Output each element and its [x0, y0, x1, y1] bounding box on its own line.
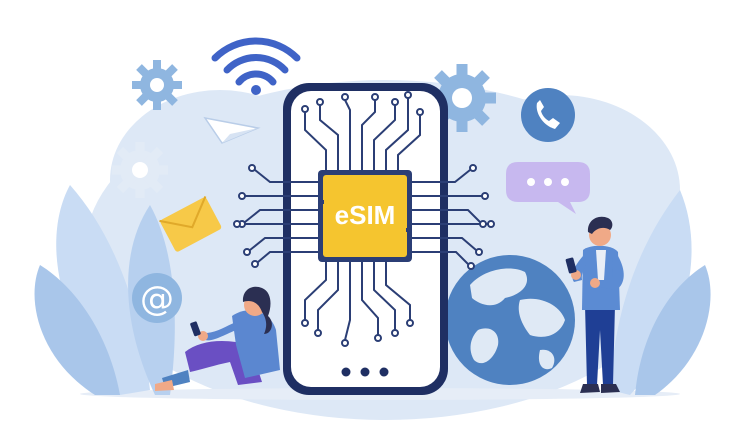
circuit-traces — [240, 98, 488, 341]
paper-plane-icon — [203, 116, 261, 144]
man-figure — [565, 216, 624, 393]
phone-dot — [341, 367, 351, 377]
phone-dot — [360, 367, 370, 377]
woman-figure — [155, 286, 280, 391]
envelope-icon — [159, 196, 222, 252]
svg-text:@: @ — [140, 279, 174, 319]
wifi-icon — [211, 37, 301, 95]
chip-label: eSIM — [335, 200, 396, 230]
esim-chip: eSIM — [318, 170, 412, 262]
phone-call-icon — [521, 88, 575, 142]
phone-dot — [379, 367, 389, 377]
globe-icon — [445, 255, 575, 385]
at-sign-icon: @ — [132, 273, 182, 323]
gear-icon — [112, 142, 168, 198]
gear-icon — [132, 60, 182, 110]
chat-bubble-icon — [506, 162, 590, 214]
right-leaves — [610, 190, 711, 395]
circuit-nodes — [233, 91, 495, 347]
